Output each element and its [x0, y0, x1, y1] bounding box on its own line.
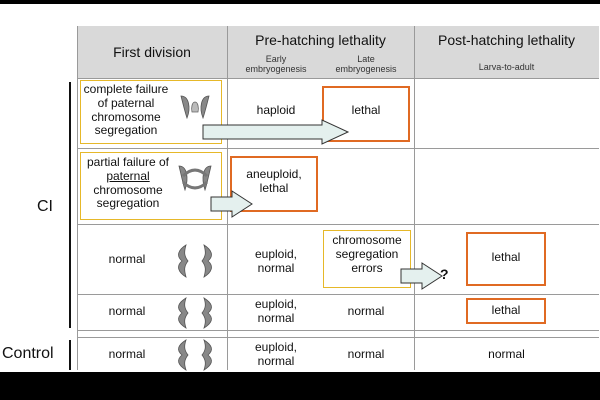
grid-line: [77, 337, 599, 338]
first-division-text-row4: normal: [108, 304, 146, 318]
header-early-embryogenesis: Early embryogenesis: [245, 54, 307, 75]
grid-line: [414, 26, 415, 370]
first-division-text-row2-post: chromosome segregation: [93, 182, 163, 211]
first-division-text-row2-underlined: paternal: [106, 168, 150, 183]
first-division-text-row5: normal: [108, 347, 146, 361]
grid-line: [77, 78, 599, 79]
header-post-hatching: Post-hatching lethality: [438, 32, 575, 48]
arrow-row1: [202, 119, 350, 145]
chromosome-icon-row4: [178, 297, 212, 329]
early-cell-row3: euploid, normal: [254, 247, 298, 275]
grid-line: [77, 26, 78, 370]
late-cell-row4: normal: [347, 304, 385, 318]
early-cell-row2: aneuploid, lethal: [246, 167, 302, 195]
early-lethal-box-row2: [230, 156, 318, 212]
group-label-control: Control: [2, 345, 54, 362]
ci-bracket: [69, 82, 71, 328]
group-label-ci: CI: [37, 198, 53, 215]
late-lethal-box-row1: [322, 86, 410, 142]
post-cell-row3: lethal: [491, 250, 521, 264]
post-cell-row4: lethal: [491, 303, 521, 317]
grid-line: [77, 294, 599, 295]
post-lethal-box-row3: [466, 232, 546, 286]
question-mark-row3: ?: [440, 266, 449, 282]
header-larva-to-adult: Larva-to-adult: [478, 62, 535, 72]
early-cell-row5: euploid, normal: [254, 340, 298, 368]
chromosome-icon-row3: [178, 244, 212, 278]
early-cell-row1: haploid: [256, 103, 296, 117]
late-cell-row3: chromosome segregation errors: [332, 233, 402, 275]
arrow-row2: [210, 190, 253, 218]
post-cell-row5: normal: [488, 347, 525, 361]
grid-line: [77, 148, 599, 149]
header-late-embryogenesis: Late embryogenesis: [335, 54, 397, 75]
chromosome-icon-row2: [178, 165, 212, 192]
late-cell-row1: lethal: [351, 103, 381, 117]
first-division-text-row1: complete failure of paternal chromosome …: [83, 82, 169, 138]
post-lethal-box-row4: [466, 298, 546, 324]
header-band: [77, 26, 599, 78]
late-cell-row5: normal: [347, 347, 385, 361]
header-pre-hatching: Pre-hatching lethality: [255, 32, 386, 48]
early-cell-row4: euploid, normal: [254, 297, 298, 325]
first-division-text-row2: partial failure of paternal chromosome s…: [82, 155, 174, 211]
arrow-row3: [400, 262, 443, 290]
grid-line: [77, 330, 599, 331]
chromosome-icon-row5: [178, 339, 212, 371]
control-bracket: [69, 340, 71, 370]
grid-line: [77, 224, 599, 225]
first-division-box-row2: [80, 152, 222, 220]
first-division-text-row3: normal: [108, 252, 146, 266]
chromosome-icon-row1: [180, 95, 210, 120]
late-box-row3: [323, 230, 411, 288]
first-division-box-row1: [80, 80, 222, 144]
header-first-division: First division: [113, 44, 191, 60]
first-division-text-row2-pre: partial failure of: [86, 155, 170, 169]
